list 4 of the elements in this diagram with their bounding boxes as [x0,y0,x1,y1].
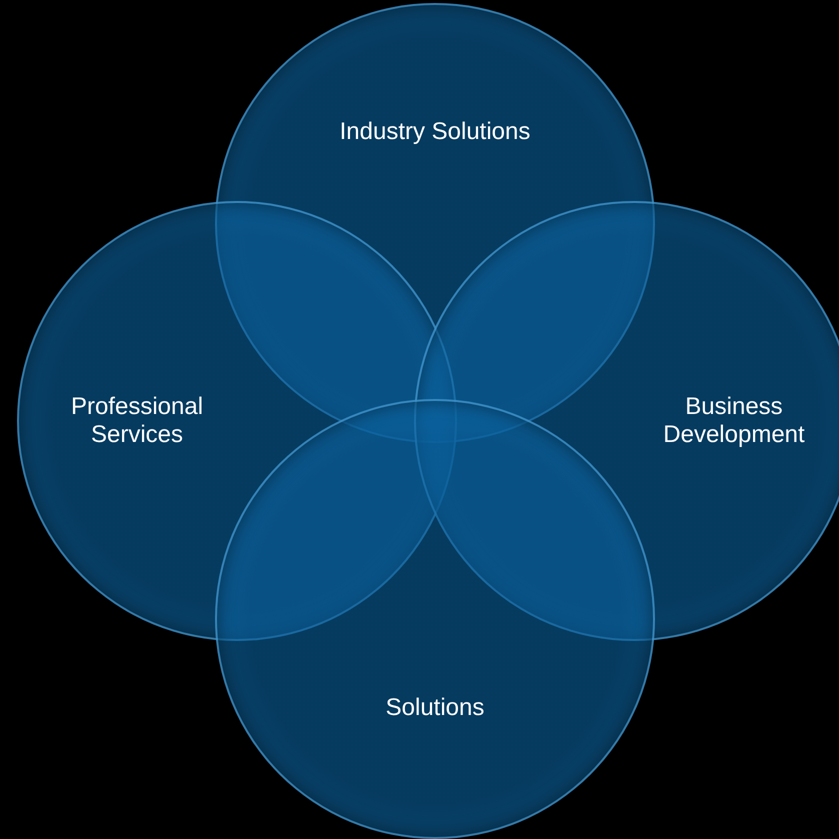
circle-label: Professional Services [70,393,204,449]
circle-label: Solutions [384,694,486,722]
circle-label: Industry Solutions [338,118,532,146]
circle-label: Business Development [662,393,806,449]
